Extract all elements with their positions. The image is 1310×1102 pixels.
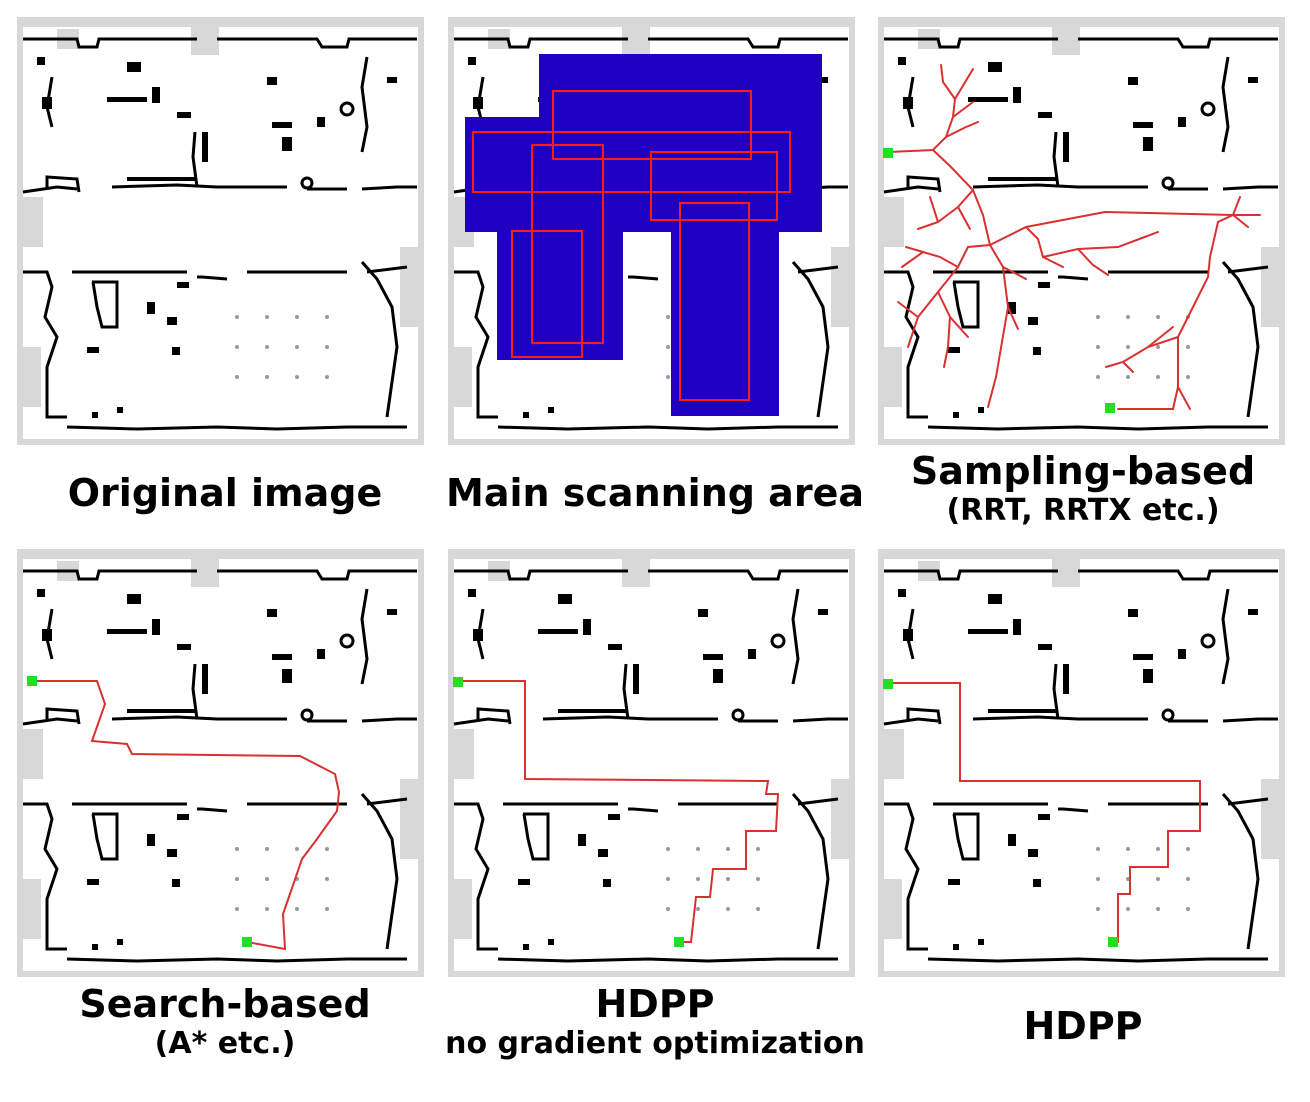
start-point: [27, 676, 37, 686]
rrt-tree: [887, 64, 1261, 410]
caption-search-title: Search-based: [79, 982, 371, 1026]
start-point: [883, 148, 893, 158]
panel-scanning-area: [448, 17, 855, 445]
caption-original-title: Original image: [67, 471, 383, 515]
scan-rect: [679, 202, 750, 401]
caption-hdpp-nograd: HDPP no gradient optimization: [440, 982, 870, 1061]
panel-sampling-based: [878, 17, 1285, 445]
start-point: [883, 679, 893, 689]
panel-hdpp-nograd: [448, 549, 855, 977]
caption-sampling: Sampling-based (RRT, RRTX etc.): [868, 449, 1298, 528]
caption-hdpp-title: HDPP: [1023, 1004, 1143, 1048]
panel-search-based: [17, 549, 424, 977]
goal-point: [242, 937, 252, 947]
goal-point: [1108, 937, 1118, 947]
goal-point: [674, 937, 684, 947]
hdpp-path: [888, 682, 1201, 943]
goal-point: [1105, 403, 1115, 413]
caption-hdpp-nograd-sub: no gradient optimization: [445, 1025, 865, 1061]
scan-rect: [472, 131, 791, 193]
map-hdpp-nograd: [448, 549, 855, 977]
scan-rect: [511, 230, 583, 358]
map-original: [17, 17, 424, 445]
panel-original: [17, 17, 424, 445]
caption-sampling-title: Sampling-based: [910, 449, 1256, 493]
caption-search-sub: (A* etc.): [154, 1025, 296, 1061]
caption-search: Search-based (A* etc.): [10, 982, 440, 1061]
caption-hdpp: HDPP: [868, 1004, 1298, 1049]
scan-rect: [650, 151, 778, 221]
caption-scanning-area: Main scanning area: [440, 471, 870, 516]
caption-scanning-title: Main scanning area: [446, 471, 864, 515]
start-point: [453, 677, 463, 687]
map-scanning: [448, 17, 855, 445]
map-hdpp: [878, 549, 1285, 977]
caption-original: Original image: [10, 471, 440, 516]
hdpp-nograd-path: [458, 680, 780, 943]
scan-rect: [531, 144, 604, 344]
map-search: [17, 549, 424, 977]
caption-sampling-sub: (RRT, RRTX etc.): [946, 492, 1220, 528]
map-sampling: [878, 17, 1285, 445]
caption-hdpp-nograd-title: HDPP: [595, 982, 715, 1026]
astar-path: [32, 680, 341, 951]
panel-hdpp: [878, 549, 1285, 977]
